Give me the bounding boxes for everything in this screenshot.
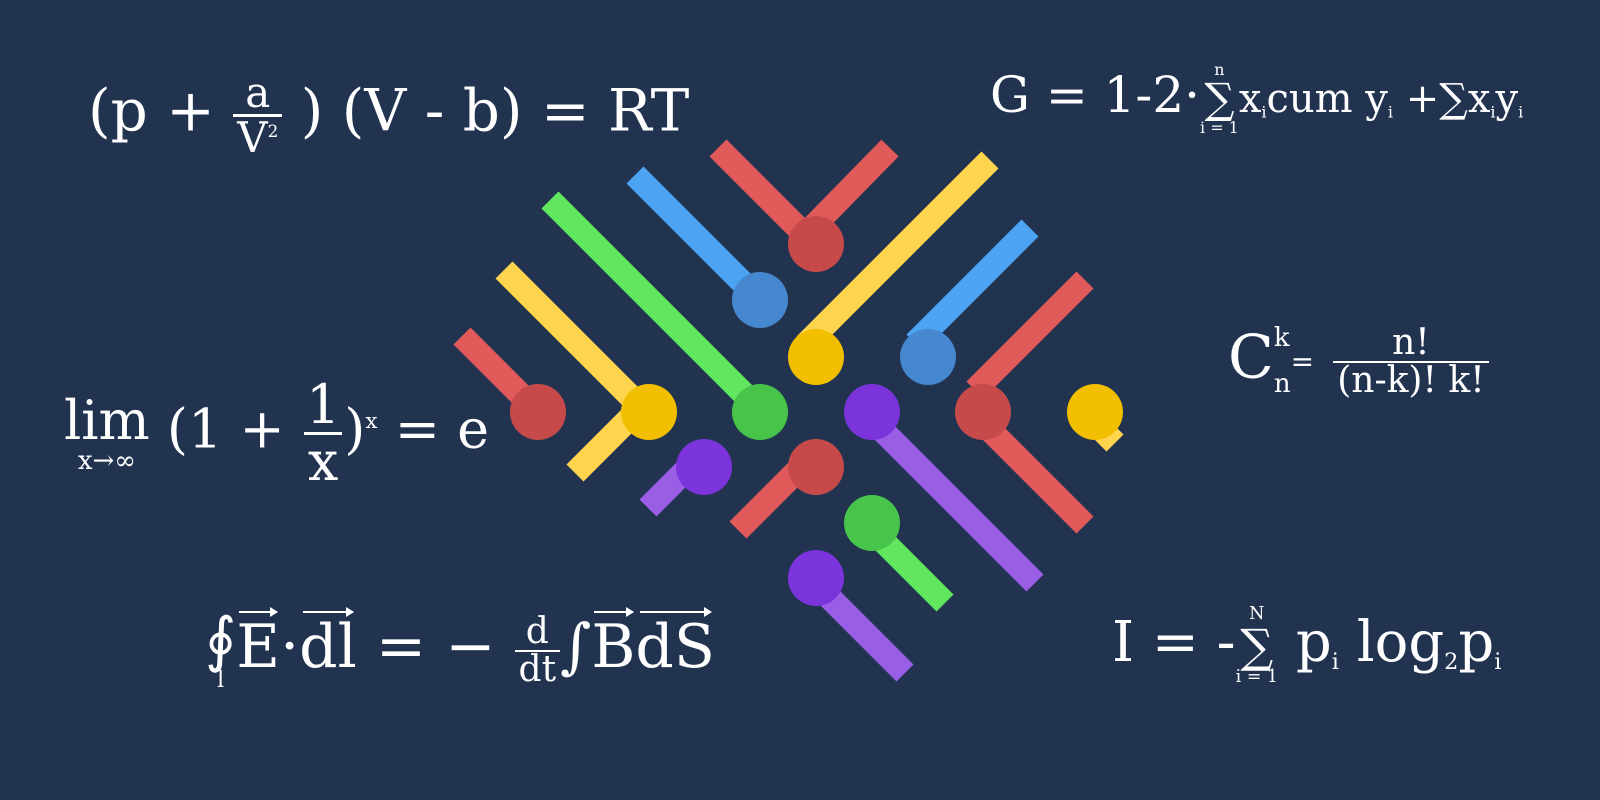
limit-fraction: 1 x [302, 378, 344, 489]
formula-van-der-waals: (p + a V2 ) (V - b) = RT [88, 72, 689, 159]
entropy-p1-sub: i [1331, 648, 1339, 675]
vdw-fraction: a V2 [233, 68, 283, 162]
entropy-sum-bottom: i = 1 [1235, 667, 1279, 688]
entropy-sum: N ∑ i = 1 [1235, 604, 1279, 688]
dot-green-lower [844, 495, 900, 551]
gini-cum-y: cum y [1266, 75, 1388, 122]
comb-sup: k [1273, 323, 1290, 353]
gini-sum-top: n [1214, 60, 1225, 79]
bar-yellow-left-upper [495, 261, 655, 421]
limit-open: (1 + [166, 397, 285, 461]
faraday-vector-dl: dl [299, 606, 357, 682]
limit-lim-text: lim [64, 388, 150, 452]
comb-eq: = [1290, 344, 1315, 378]
bar-purple-long [856, 404, 1044, 592]
dot-red-right [955, 384, 1011, 440]
dot-yellow-right [1067, 384, 1123, 440]
dot-blue-upper [732, 272, 788, 328]
faraday-dot: · [280, 611, 300, 682]
vdw-open: (p + [88, 76, 215, 145]
formula-limit: lim x→∞ (1 + 1 x )x = e [64, 378, 489, 489]
faraday-contour-sub: l [217, 668, 225, 693]
bar-blue-right [906, 219, 1039, 352]
dot-yellow-left [621, 384, 677, 440]
dot-purple-bottom [788, 550, 844, 606]
dot-blue-right [900, 329, 956, 385]
dot-red-left [510, 384, 566, 440]
faraday-numerator: d [525, 611, 549, 652]
limit-lim-sub: x→∞ [77, 445, 136, 476]
entropy-p2-sub: i [1494, 648, 1502, 675]
entropy-log: log [1356, 609, 1445, 675]
dot-red-center [788, 439, 844, 495]
entropy-p1: p [1295, 609, 1332, 675]
faraday-integral: ∫ [560, 611, 592, 682]
limit-rest: = e [394, 397, 490, 461]
comb-sub: n [1273, 368, 1291, 399]
gini-y1-sub: i [1387, 102, 1394, 122]
entropy-log-sub: 2 [1444, 648, 1459, 675]
bar-green-long [541, 191, 769, 419]
limit-denominator: x [303, 432, 343, 489]
dot-red-top [788, 216, 844, 272]
comb-numerator: n! [1392, 321, 1430, 363]
dot-purple-left [676, 439, 732, 495]
entropy-sum-top: N [1249, 604, 1265, 624]
gini-x1-sub: i [1261, 102, 1267, 122]
faraday-vector-b: B [591, 606, 636, 682]
entropy-sum-symbol: ∑ [1240, 619, 1274, 674]
limit-exponent: x [365, 409, 378, 435]
faraday-eq: = − [375, 611, 496, 682]
gini-sum-symbol: ∑ [1204, 73, 1235, 123]
formula-entropy: I = - N ∑ i = 1 pi log2pi [1112, 604, 1502, 688]
entropy-p2: p [1458, 609, 1495, 675]
formula-gini: G = 1-2· n ∑ i = 1 xicum yi +∑xiyi [990, 62, 1523, 136]
vdw-rest: ) (V - b) = RT [300, 76, 690, 145]
formula-combination: C k n = n! (n-k)! k! [1228, 322, 1489, 402]
comb-c: C [1228, 322, 1274, 393]
gini-y2: y [1495, 75, 1519, 122]
limit-numerator: 1 [305, 373, 341, 436]
faraday-vector-ds: dS [635, 606, 715, 682]
vdw-den-exponent: 2 [267, 120, 279, 141]
bar-blue-upper-left [626, 166, 769, 309]
limit-lim: lim x→∞ [64, 388, 150, 476]
faraday-contour-integral: ∮ [205, 605, 237, 675]
gini-x2: x [1467, 75, 1491, 122]
entropy-lhs: I = - [1112, 609, 1236, 675]
gini-sum-bottom: i = 1 [1200, 117, 1239, 137]
bar-yellow-long [796, 151, 999, 354]
gini-y2-sub: i [1518, 102, 1524, 122]
gini-plus-sum: +∑ [1405, 75, 1468, 122]
gini-sum: n ∑ i = 1 [1200, 62, 1239, 136]
dot-green-center [732, 384, 788, 440]
vdw-numerator: a [245, 68, 271, 117]
dot-yellow-center [788, 329, 844, 385]
gini-x1: x [1238, 75, 1262, 122]
comb-denominator: (n-k)! k! [1333, 360, 1489, 399]
gini-lhs: G = 1-2· [990, 65, 1201, 124]
faraday-denominator: dt [514, 650, 561, 688]
formula-faraday: ∮ l E·dl = − d dt ∫BdS [205, 605, 715, 693]
comb-fraction: n! (n-k)! k! [1333, 321, 1489, 399]
faraday-fraction: d dt [514, 611, 561, 688]
bar-red-right-upper [966, 271, 1094, 399]
limit-close: ) [344, 397, 366, 461]
dot-purple-center [844, 384, 900, 440]
gini-x2-sub: i [1490, 102, 1496, 122]
faraday-vector-e: E [236, 606, 281, 682]
vdw-denominator: V2 [233, 113, 283, 162]
bar-red-top-left [709, 139, 814, 244]
vdw-den-base: V [237, 113, 268, 162]
